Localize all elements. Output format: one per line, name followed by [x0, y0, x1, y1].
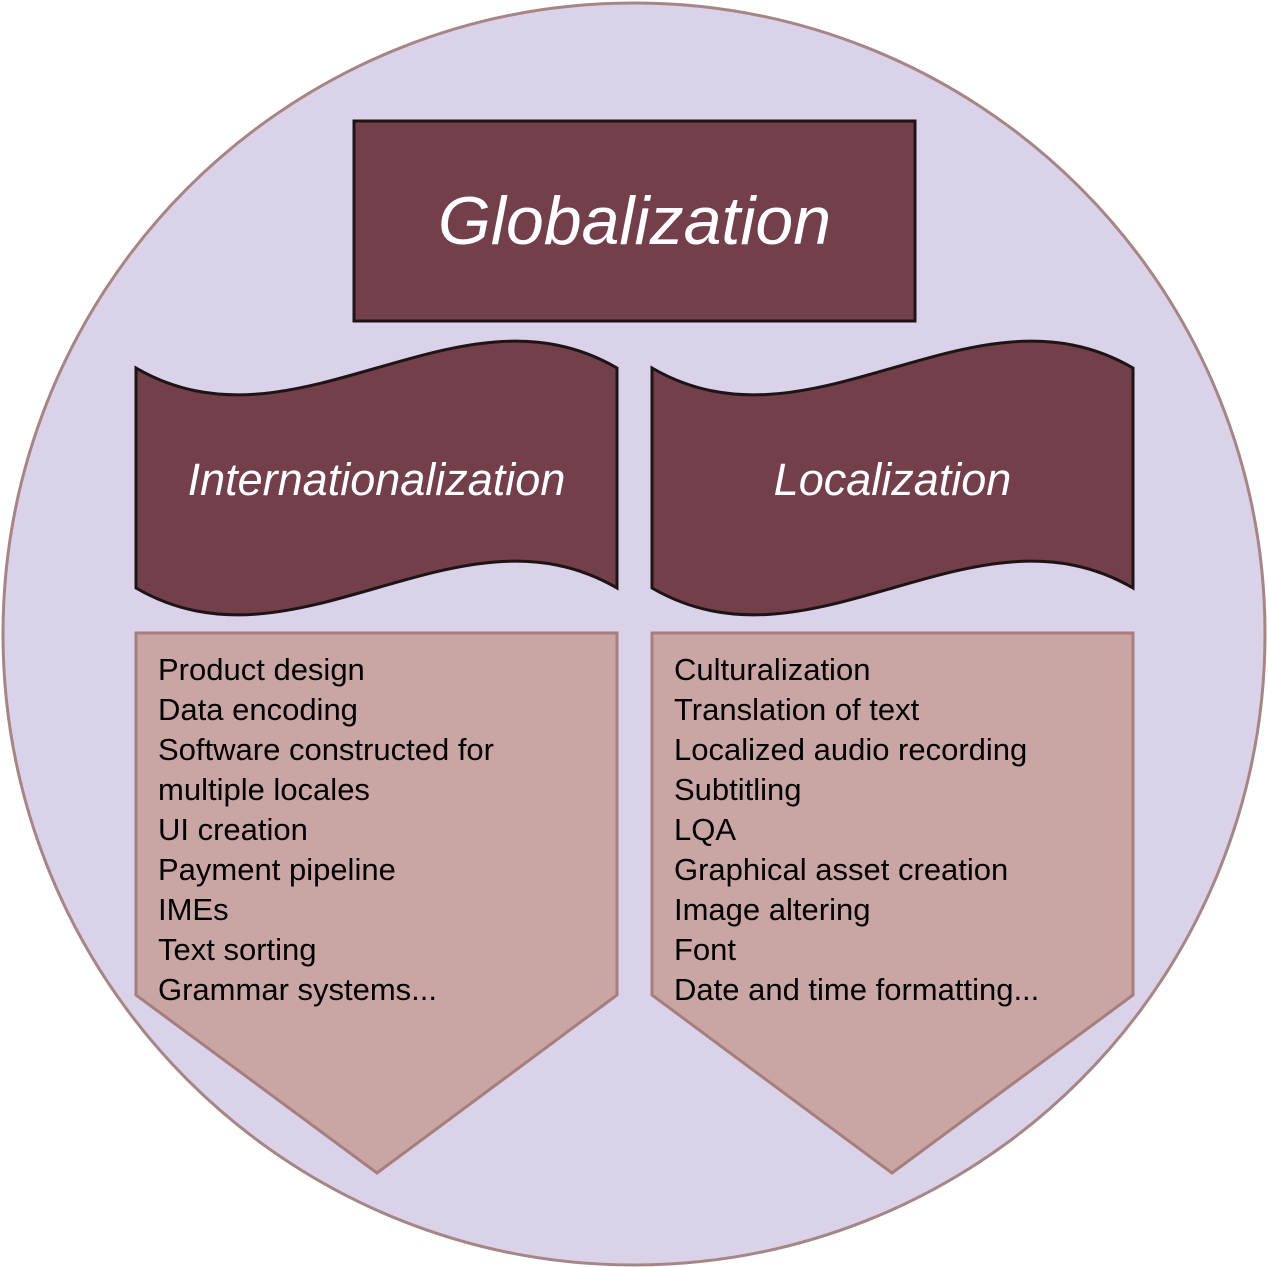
list-item: LQA	[674, 812, 737, 847]
localization-heading: Localization	[773, 454, 1012, 505]
list-item: Culturalization	[674, 652, 871, 687]
globalization-title: Globalization	[437, 183, 832, 259]
internationalization-list-arrow	[134, 631, 619, 1175]
globalization-box	[352, 119, 917, 323]
list-item: Translation of text	[674, 692, 920, 727]
list-item: Text sorting	[158, 932, 317, 967]
list-item: Localized audio recording	[674, 732, 1028, 767]
internationalization-items: Product design Data encoding Software co…	[158, 650, 494, 1010]
internationalization-heading: Internationalization	[187, 454, 566, 505]
list-item: Subtitling	[674, 772, 802, 807]
list-item: Image altering	[674, 892, 871, 927]
localization-list-arrow	[650, 631, 1135, 1175]
list-item: Graphical asset creation	[674, 852, 1009, 887]
list-item: Software constructed for	[158, 732, 494, 767]
list-item: UI creation	[158, 812, 308, 847]
localization-banner	[650, 339, 1135, 617]
list-item: Product design	[158, 652, 365, 687]
internationalization-banner	[134, 339, 619, 617]
list-item: Data encoding	[158, 692, 358, 727]
list-item: multiple locales	[158, 772, 370, 807]
list-item: Font	[674, 932, 737, 967]
localization-items: Culturalization Translation of text Loca…	[674, 650, 1039, 1010]
list-item: IMEs	[158, 892, 229, 927]
list-item: Date and time formatting...	[674, 972, 1040, 1007]
list-item: Payment pipeline	[158, 852, 396, 887]
list-item: Grammar systems...	[158, 972, 438, 1007]
